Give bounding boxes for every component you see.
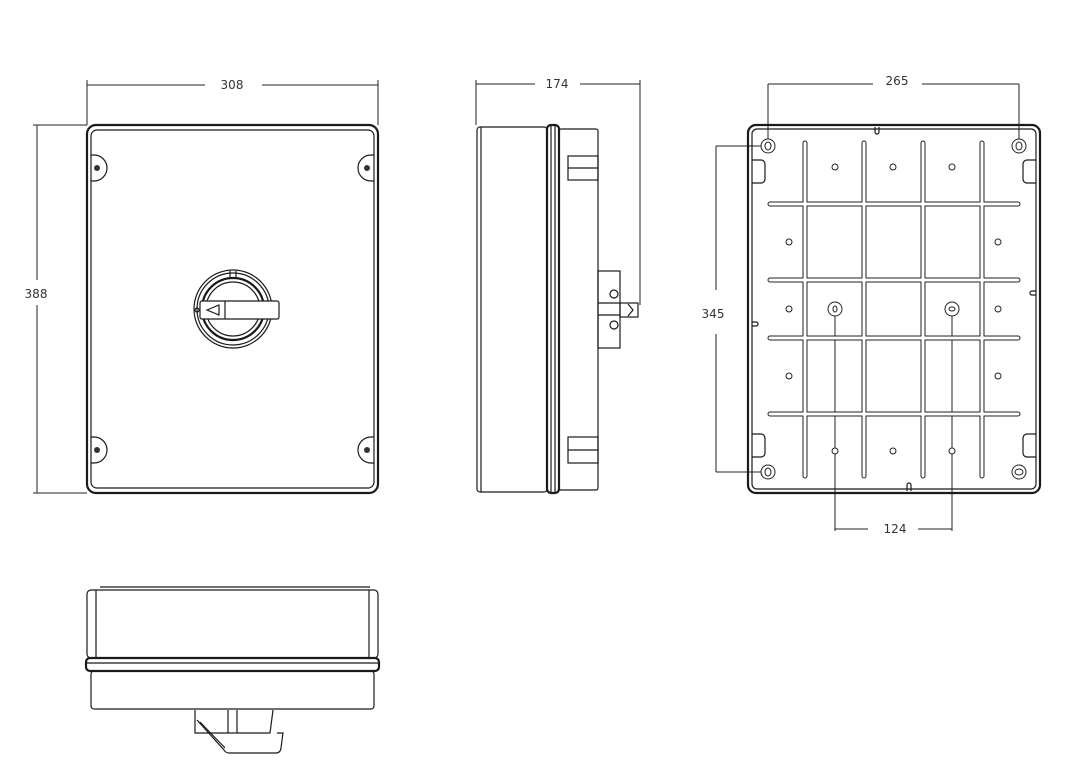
dimension-center-124: 124 [834, 309, 953, 536]
dimension-label-depth: 174 [546, 77, 569, 91]
switch-mechanism-side [597, 270, 639, 349]
base-bottom [90, 670, 375, 710]
dimension-depth-174: 174 [475, 77, 641, 305]
screw-icon [94, 165, 100, 171]
gasket-flange [545, 123, 561, 495]
back-view: 265 345 124 [702, 74, 1042, 536]
screw-icon [94, 447, 100, 453]
dimension-height-388: 388 [25, 124, 87, 494]
dimension-label-345: 345 [702, 307, 725, 321]
dimension-vertical-345: 345 [702, 145, 768, 473]
lid-inner-outline [90, 129, 375, 489]
screw-icon [364, 165, 370, 171]
mounting-bosses [760, 138, 1027, 480]
knockout-holes [785, 163, 1002, 455]
dimension-label-265: 265 [886, 74, 909, 88]
dimension-horizontal-265: 265 [767, 74, 1020, 146]
back-plate-outline [746, 123, 1042, 495]
lid-screw-icons [91, 154, 374, 464]
reinforcement-ribs [767, 140, 1021, 479]
dimension-label-width: 308 [221, 78, 244, 92]
dimension-label-124: 124 [884, 522, 907, 536]
switch-handle-bottom [194, 709, 284, 754]
dimension-label-height: 388 [25, 287, 48, 301]
lid-side [476, 126, 548, 493]
wall-brackets [752, 127, 1036, 491]
base-side [558, 128, 599, 491]
enclosure-outline [85, 123, 380, 495]
gasket-flange-bottom [84, 656, 381, 673]
lid-bottom [86, 589, 379, 659]
dimension-width-308: 308 [86, 78, 379, 125]
front-view: 308 388 [25, 78, 380, 495]
side-view: 174 [475, 77, 641, 495]
rotary-switch-handle [193, 269, 280, 349]
bottom-view [84, 586, 381, 754]
screw-icon [364, 447, 370, 453]
